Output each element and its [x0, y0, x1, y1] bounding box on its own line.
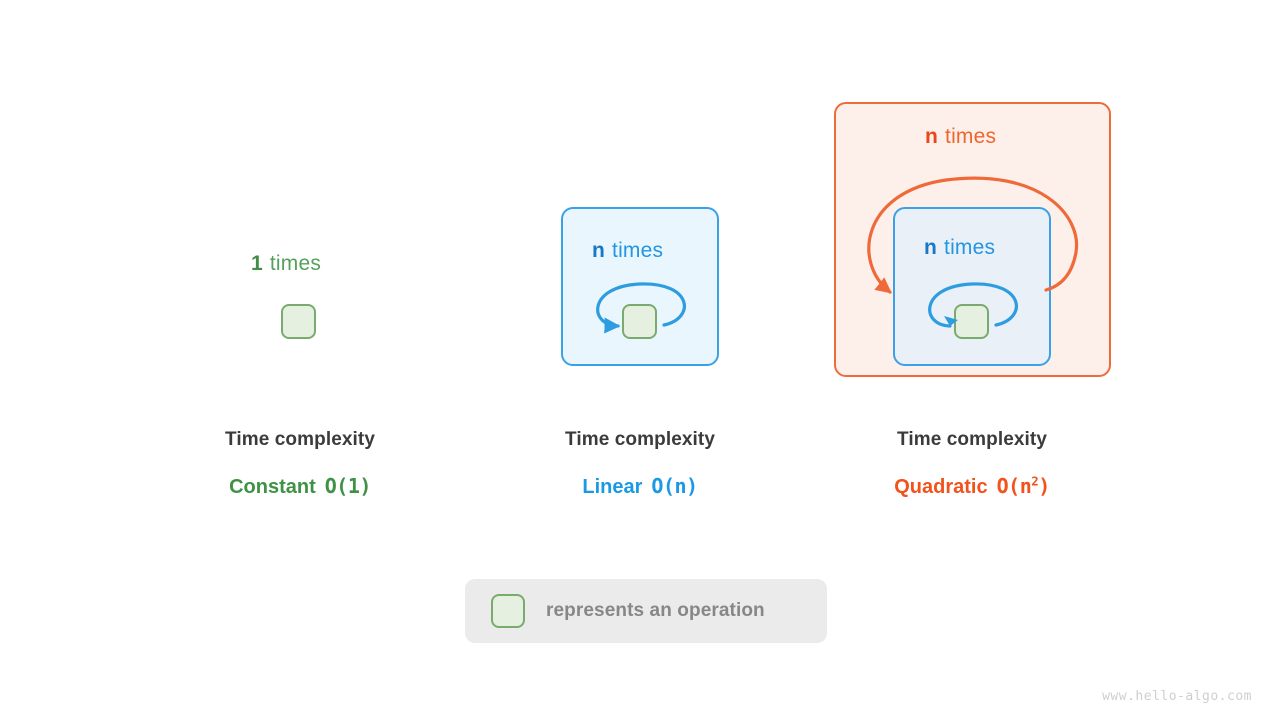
linear-caption-title: Time complexity — [564, 429, 716, 450]
constant-loop-count: 1 — [251, 252, 263, 275]
quadratic-outer-loop-word: times — [945, 125, 997, 148]
quadratic-inner-loop-count: n — [924, 236, 938, 259]
quadratic-outer-loop-count: n — [925, 125, 939, 148]
watermark: www.hello-algo.com — [1102, 689, 1252, 704]
quadratic-big-o: O(n2) — [996, 473, 1051, 498]
operation-box-constant — [281, 304, 316, 339]
constant-big-o: O(1) — [324, 474, 372, 498]
constant-complexity: Constant O(1) — [150, 474, 450, 499]
linear-complexity-name: Linear — [582, 476, 643, 498]
quadratic-big-o-exponent: 2 — [1031, 473, 1039, 489]
quadratic-inner-loop-panel — [893, 207, 1051, 366]
constant-loop-label: 1 times — [251, 252, 321, 276]
quadratic-caption: Time complexity Quadratic O(n2) — [822, 429, 1122, 499]
linear-loop-count: n — [592, 239, 606, 262]
operation-box-quadratic — [954, 304, 989, 339]
operation-box-linear — [622, 304, 657, 339]
legend-operation-swatch — [491, 594, 525, 628]
linear-complexity: Linear O(n) — [490, 474, 790, 499]
constant-caption: Time complexity Constant O(1) — [150, 429, 450, 499]
constant-caption-title: Time complexity — [224, 429, 376, 450]
quadratic-big-o-open: O(n — [996, 474, 1032, 498]
linear-big-o: O(n) — [651, 474, 698, 498]
quadratic-inner-loop-word: times — [944, 236, 996, 259]
constant-loop-word: times — [269, 252, 322, 275]
quadratic-caption-title: Time complexity — [896, 429, 1048, 450]
legend-label: represents an operation — [546, 600, 765, 621]
legend: represents an operation — [465, 579, 827, 643]
linear-loop-panel — [561, 207, 719, 366]
constant-complexity-name: Constant — [229, 476, 316, 498]
linear-caption: Time complexity Linear O(n) — [490, 429, 790, 499]
linear-loop-word: times — [612, 239, 664, 262]
quadratic-complexity: Quadratic O(n2) — [822, 474, 1122, 499]
quadratic-complexity-name: Quadratic — [894, 476, 988, 498]
quadratic-big-o-close: ) — [1038, 474, 1050, 498]
